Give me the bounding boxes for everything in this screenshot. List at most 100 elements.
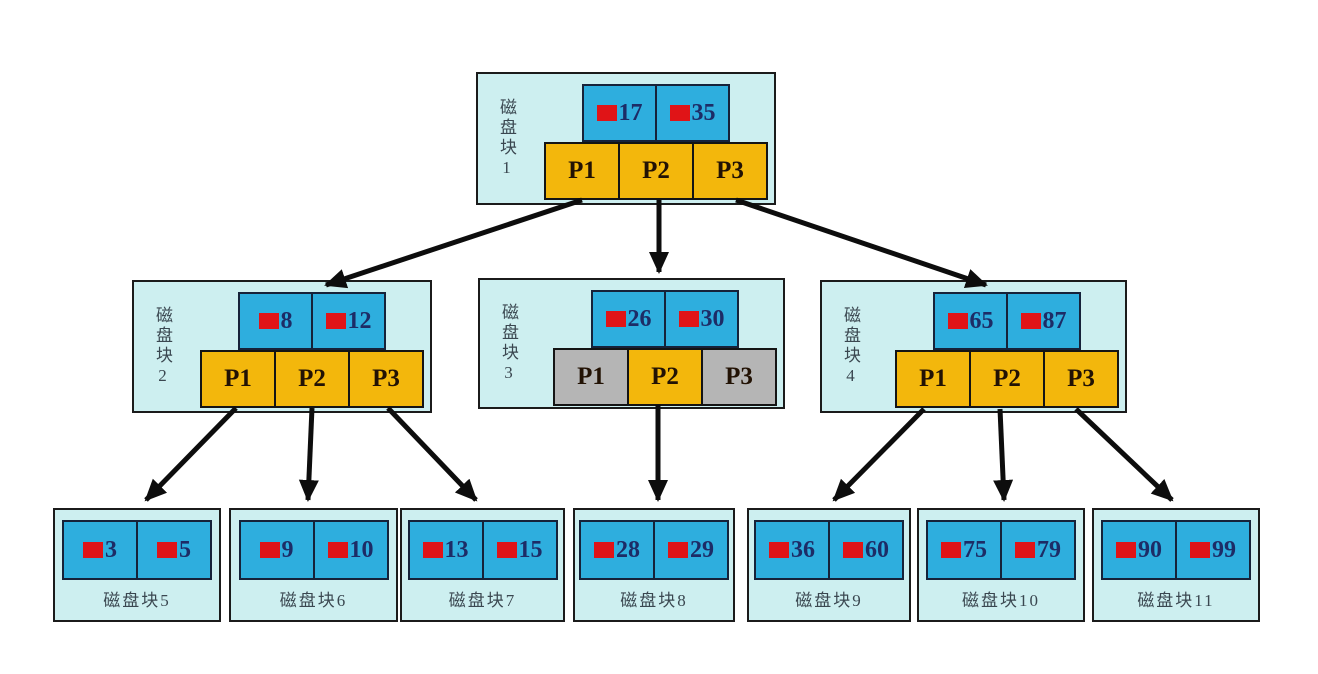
disk-block-leaf-11: 90 99 磁盘块11 [1092,508,1260,622]
record-pointer-icon [259,542,280,558]
record-pointer-icon [258,313,279,329]
key-value: 87 [1042,308,1067,334]
key-cell: 30 [664,290,739,348]
key-value: 35 [691,100,716,126]
key-row: 65 87 [933,292,1081,350]
key-value: 26 [627,306,652,332]
record-pointer-icon [678,311,699,327]
key-row: 90 99 [1101,520,1251,580]
record-pointer-icon [496,542,517,558]
leaf-label: 磁盘块6 [279,591,348,610]
record-pointer-icon [769,542,789,558]
arrow-block4-p2-to-block10 [993,408,1014,502]
key-cell: 10 [312,520,389,580]
arrow-block4-p3-to-block11 [1074,407,1174,502]
pointer-p1: P1 [544,142,620,200]
key-value: 9 [281,537,294,563]
record-pointer-icon [843,542,863,558]
disk-block-node-3: 磁盘块3 26 30 P1 P2 P3 [478,278,785,409]
key-cell: 65 [933,292,1008,350]
record-pointer-icon [422,542,443,558]
disk-block-leaf-5: 3 5 磁盘块5 [53,508,221,622]
record-pointer-icon [596,105,617,121]
pointer-p3: P3 [1043,350,1119,408]
leaf-label: 磁盘块7 [448,591,517,610]
key-row: 26 30 [591,290,739,348]
arrow-block2-p1-to-block5 [144,406,238,502]
arrow-block2-p3-to-block7 [386,406,478,502]
record-pointer-icon [947,313,968,329]
key-row: 28 29 [579,520,729,580]
key-cell: 36 [754,520,830,580]
key-row: 36 60 [754,520,904,580]
key-cell: 5 [136,520,212,580]
key-cell: 75 [926,520,1002,580]
record-pointer-icon [325,313,346,329]
key-row: 13 15 [407,520,558,580]
key-row: 8 12 [238,292,386,350]
key-value: 75 [963,537,987,563]
pointer-row: P1 P2 P3 [553,348,777,406]
record-pointer-icon [83,542,103,558]
key-cell: 13 [407,520,484,580]
record-pointer-icon [1020,313,1041,329]
pointer-p3: P3 [692,142,768,200]
key-value: 17 [618,100,643,126]
leaf-label: 磁盘块5 [103,591,171,610]
key-cell: 35 [655,84,730,142]
leaf-label: 磁盘块10 [962,591,1040,610]
disk-block-node-1: 磁盘块1 17 35 P1 P2 P3 [476,72,776,205]
key-value: 30 [700,306,725,332]
key-cell: 79 [1000,520,1076,580]
node-label: 磁盘块2 [153,305,172,388]
pointer-p2: P2 [969,350,1045,408]
arrow-block2-p2-to-block6 [298,407,319,502]
key-value: 99 [1212,537,1236,563]
key-cell: 87 [1006,292,1081,350]
leaf-label: 磁盘块9 [795,591,863,610]
pointer-p3: P3 [701,348,777,406]
pointer-p2: P2 [274,350,350,408]
key-cell: 3 [62,520,138,580]
key-row: 9 10 [238,520,389,580]
pointer-p3: P3 [348,350,424,408]
key-value: 29 [690,537,714,563]
key-value: 90 [1138,537,1162,563]
disk-block-leaf-9: 36 60 磁盘块9 [747,508,911,622]
key-cell: 99 [1175,520,1251,580]
key-cell: 90 [1101,520,1177,580]
pointer-p2: P2 [627,348,703,406]
arrow-block4-p1-to-block9 [832,407,926,502]
pointer-row: P1 P2 P3 [895,350,1119,408]
key-value: 3 [105,537,117,563]
disk-block-leaf-8: 28 29 磁盘块8 [573,508,735,622]
key-value: 36 [791,537,815,563]
pointer-p2: P2 [618,142,694,200]
disk-block-leaf-7: 13 15 磁盘块7 [400,508,565,622]
key-value: 10 [349,537,374,563]
record-pointer-icon [669,105,690,121]
key-value: 65 [969,308,994,334]
key-cell: 9 [238,520,315,580]
pointer-p1: P1 [895,350,971,408]
key-value: 8 [280,308,293,334]
node-label: 磁盘块3 [499,302,518,385]
pointer-p1: P1 [553,348,629,406]
record-pointer-icon [1190,542,1210,558]
key-value: 12 [347,308,372,334]
key-row: 75 79 [926,520,1076,580]
disk-block-leaf-10: 75 79 磁盘块10 [917,508,1085,622]
disk-block-leaf-6: 9 10 磁盘块6 [229,508,398,622]
record-pointer-icon [327,542,348,558]
record-pointer-icon [157,542,177,558]
record-pointer-icon [605,311,626,327]
key-row: 3 5 [62,520,212,580]
leaf-label: 磁盘块8 [620,591,688,610]
pointer-p1: P1 [200,350,276,408]
key-cell: 26 [591,290,666,348]
key-cell: 29 [653,520,729,580]
key-value: 13 [444,537,469,563]
leaf-label: 磁盘块11 [1137,591,1215,610]
key-row: 17 35 [582,84,730,142]
